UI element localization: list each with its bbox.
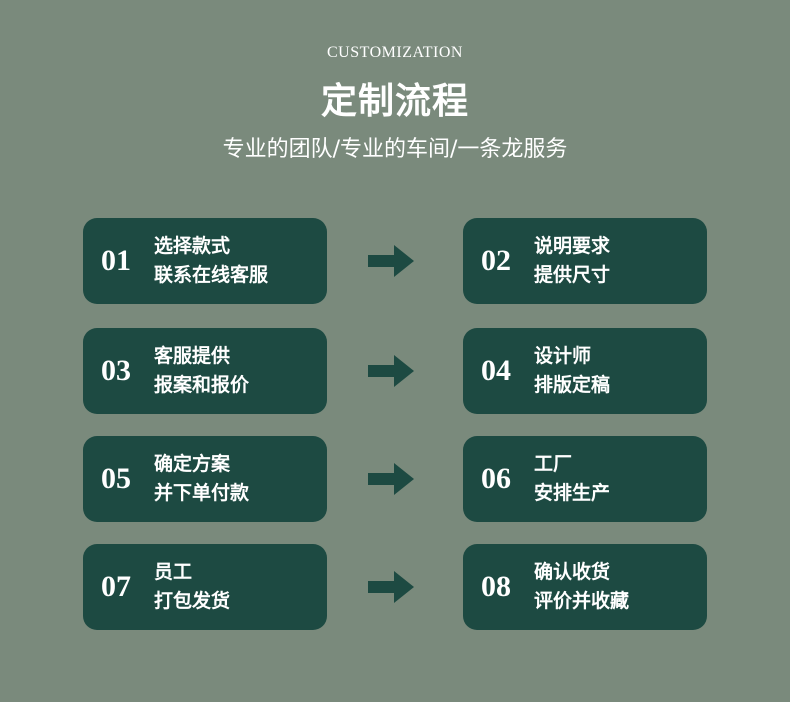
step-card-01: 01 选择款式 联系在线客服 xyxy=(83,218,327,304)
step-text: 工厂 安排生产 xyxy=(534,450,610,508)
step-line-2: 安排生产 xyxy=(534,482,611,504)
step-line-2: 排版定稿 xyxy=(534,374,611,396)
step-number: 06 xyxy=(481,462,511,495)
step-line-1: 员工 xyxy=(154,561,193,583)
step-line-1: 选择款式 xyxy=(154,235,231,257)
right-arrow-icon xyxy=(368,245,414,277)
step-line-1: 设计师 xyxy=(534,345,592,367)
step-number: 04 xyxy=(481,354,511,387)
step-card-02: 02 说明要求 提供尺寸 xyxy=(463,218,707,304)
step-line-2: 报案和报价 xyxy=(154,374,250,396)
step-text: 选择款式 联系在线客服 xyxy=(154,232,268,290)
right-arrow-icon xyxy=(368,463,414,495)
step-number: 05 xyxy=(101,462,131,495)
step-number: 02 xyxy=(481,244,511,277)
step-line-2: 打包发货 xyxy=(154,590,231,612)
step-line-1: 工厂 xyxy=(534,453,573,475)
step-number: 07 xyxy=(101,570,131,603)
step-number: 01 xyxy=(101,244,131,277)
step-line-1: 确认收货 xyxy=(534,561,611,583)
step-card-08: 08 确认收货 评价并收藏 xyxy=(463,544,707,630)
page-title: 定制流程 xyxy=(320,81,469,122)
step-text: 确认收货 评价并收藏 xyxy=(534,558,629,616)
step-line-2: 联系在线客服 xyxy=(154,264,269,286)
step-card-07: 07 员工 打包发货 xyxy=(83,544,327,630)
step-line-2: 评价并收藏 xyxy=(534,590,630,612)
step-line-1: 说明要求 xyxy=(534,235,611,257)
step-number: 08 xyxy=(481,570,511,603)
step-card-04: 04 设计师 排版定稿 xyxy=(463,328,707,414)
english-title: CUSTOMIZATION xyxy=(327,44,463,61)
step-number: 03 xyxy=(101,354,131,387)
step-text: 确定方案 并下单付款 xyxy=(154,450,249,508)
step-text: 员工 打包发货 xyxy=(154,558,230,616)
step-line-2: 并下单付款 xyxy=(154,482,250,504)
step-card-05: 05 确定方案 并下单付款 xyxy=(83,436,327,522)
step-card-06: 06 工厂 安排生产 xyxy=(463,436,707,522)
step-card-03: 03 客服提供 报案和报价 xyxy=(83,328,327,414)
right-arrow-icon xyxy=(368,355,414,387)
right-arrow-icon xyxy=(368,571,414,603)
page-subtitle: 专业的团队/专业的车间/一条龙服务 xyxy=(222,137,568,162)
step-text: 说明要求 提供尺寸 xyxy=(534,232,610,290)
step-line-2: 提供尺寸 xyxy=(534,264,611,286)
step-text: 设计师 排版定稿 xyxy=(534,342,610,400)
step-line-1: 确定方案 xyxy=(154,453,231,475)
step-line-1: 客服提供 xyxy=(154,345,231,367)
step-text: 客服提供 报案和报价 xyxy=(154,342,249,400)
